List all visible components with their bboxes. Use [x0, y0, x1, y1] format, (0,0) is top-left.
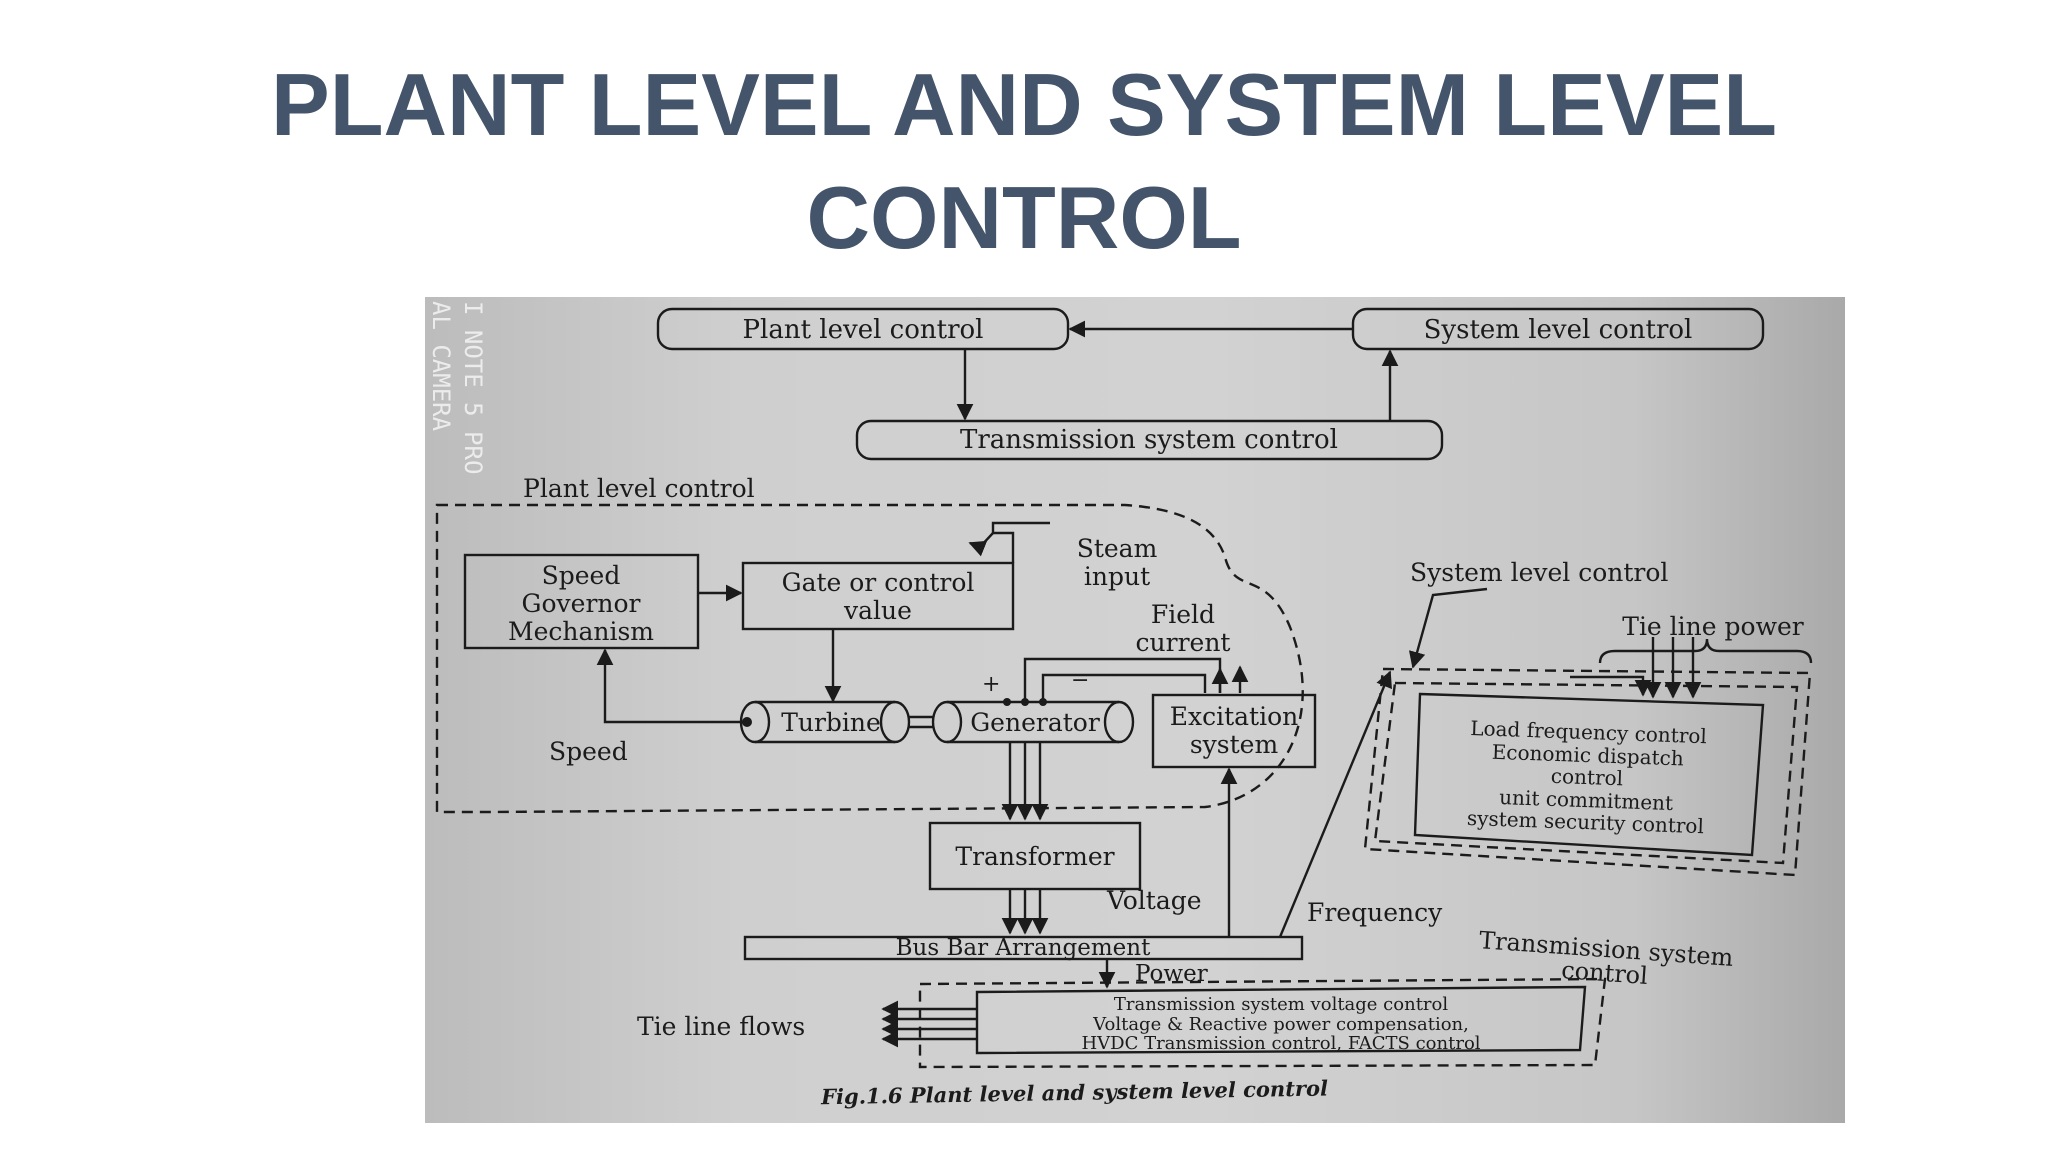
turbine-label: Turbine [781, 708, 881, 737]
field-current-line-2: current [1136, 628, 1231, 657]
field-current-line-1: Field [1151, 600, 1215, 629]
gate-valve-line-2: value [843, 596, 912, 625]
plant-level-control-box [656, 307, 1070, 351]
transmission-system-control-box [855, 419, 1444, 461]
frequency-feedback-arrow [1278, 670, 1392, 938]
speed-governor-line-3: Mechanism [508, 617, 654, 646]
slide-title-line-2: CONTROL [806, 168, 1242, 267]
control-diagram: I NOTE 5 PRO AL CAMERA Plant level contr… [427, 301, 1813, 1109]
system-level-control-label: System level control [1424, 315, 1693, 345]
speed-feedback-line [596, 648, 743, 724]
speed-governor-box [463, 553, 700, 650]
camera-watermark: I NOTE 5 PRO AL CAMERA [427, 301, 487, 474]
system-label-pointer [1408, 587, 1488, 669]
steam-input-line-1: Steam [1077, 534, 1158, 563]
speed-governor-line-2: Governor [522, 589, 641, 618]
speed-label: Speed [549, 737, 628, 766]
plant-region-label: Plant level control [523, 474, 755, 503]
transmission-function-2: Voltage & Reactive power compensation, [1092, 1014, 1469, 1035]
plant-region-boundary [435, 503, 1304, 814]
transmission-function-3: HVDC Transmission control, FACTS control [1081, 1033, 1480, 1054]
tie-line-flows-label: Tie line flows [637, 1012, 805, 1041]
generator-cylinder [931, 700, 1135, 744]
excitation-line-2: system [1190, 730, 1279, 759]
transmission-region-boundary [918, 977, 1607, 1069]
system-function-3: control [1551, 764, 1624, 791]
voltage-label: Voltage [1106, 886, 1202, 915]
transmission-function-1: Transmission system voltage control [1114, 994, 1449, 1015]
bus-bar [743, 935, 1304, 961]
system-functions-box [1413, 692, 1765, 857]
gate-valve-line-1: Gate or control [782, 568, 975, 597]
plant-level-control-label: Plant level control [743, 315, 984, 345]
generator-label: Generator [970, 708, 1100, 737]
system-input-arrow [1570, 675, 1652, 697]
tie-line-brace [1598, 638, 1813, 664]
transmission-functions-box [975, 985, 1587, 1055]
excitation-line-1: Excitation [1170, 702, 1299, 731]
terminal-plus-1 [1003, 698, 1011, 706]
tie-line-power-label: Tie line power [1622, 612, 1803, 641]
speed-governor-line-1: Speed [542, 561, 621, 590]
watermark-line-2: AL CAMERA [427, 301, 455, 432]
transformer-label: Transformer [955, 842, 1114, 871]
transformer-box [928, 821, 1142, 891]
frequency-label: Frequency [1307, 898, 1443, 927]
diagram-photo: I NOTE 5 PRO AL CAMERA Plant level contr… [425, 297, 1845, 1123]
turbine-cylinder [739, 700, 911, 744]
system-region-label: System level control [1410, 558, 1668, 587]
field-wire-2 [1041, 673, 1207, 702]
steam-input-arrow [968, 532, 994, 557]
figure-caption: Fig.1.6 Plant level and system level con… [820, 1075, 1328, 1109]
system-functions-text: Load frequency control Economic dispatch… [1467, 716, 1708, 838]
gate-valve-box [741, 561, 1015, 631]
system-region-inner-boundary [1373, 681, 1799, 865]
minus-sign: − [1071, 668, 1089, 693]
slide-title: PLANT LEVEL AND SYSTEM LEVEL CONTROL [0, 48, 2048, 274]
excitation-system-box [1151, 693, 1317, 769]
transmission-system-control-label: Transmission system control [960, 425, 1338, 455]
shaft-sensor-dot [742, 717, 752, 727]
figure-caption-text: Fig.1.6 Plant level and system level con… [820, 1075, 1328, 1109]
bus-bar-label: Bus Bar Arrangement [896, 935, 1151, 961]
watermark-line-1: I NOTE 5 PRO [459, 301, 487, 474]
steam-input-line-2: input [1084, 562, 1150, 591]
shaft-coupling [909, 715, 933, 729]
plus-sign: + [982, 672, 1000, 697]
steam-pipe [991, 521, 1050, 563]
system-region-outer-boundary [1363, 667, 1812, 877]
slide-title-line-1: PLANT LEVEL AND SYSTEM LEVEL [271, 55, 1777, 154]
transmission-region-label: Transmission system control [1478, 926, 1734, 990]
